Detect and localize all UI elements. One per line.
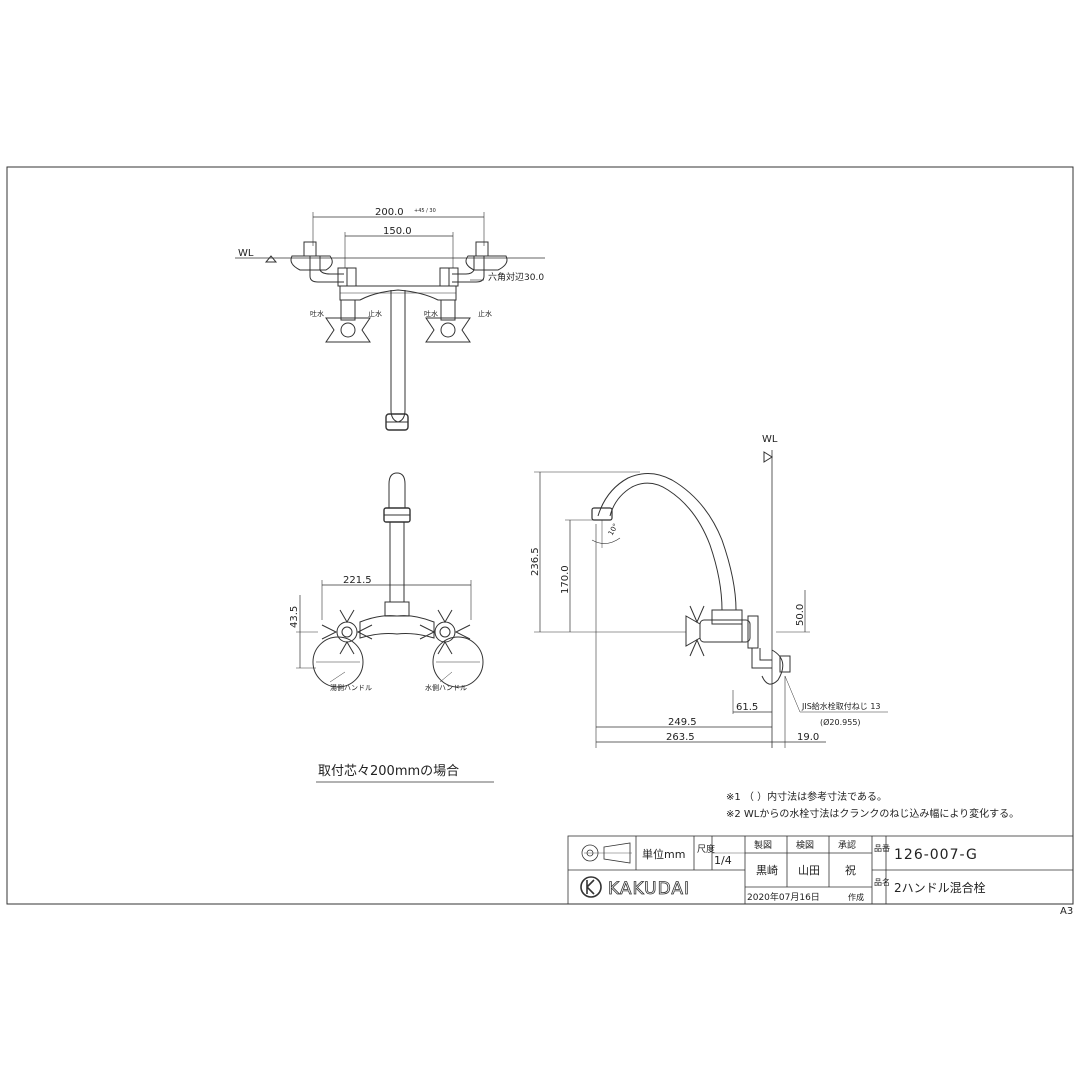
right-stop-label: 止水 [478,309,492,318]
dim-50-0: 50.0 [795,604,806,626]
dim-249-5: 249.5 [668,717,697,728]
date-suffix: 作成 [848,892,864,902]
jis-thread-diameter: (Ø20.955) [820,717,861,727]
note-2: ※2 WLからの水栓寸法はクランクのねじ込み幅により変化する。 [726,807,1019,820]
side-wl-label: WL [762,434,778,445]
unit-label: 単位mm [642,847,685,861]
name-checked: 山田 [798,864,820,877]
name-approved: 祝 [845,863,856,877]
scale-value: 1/4 [714,854,732,867]
top-view [235,212,545,431]
cold-handle-label: 水側ハンドル [425,683,467,692]
front-view [296,472,484,688]
col-checked: 検図 [796,839,814,851]
scale-label: 尺度 [697,843,715,855]
dim-170-0: 170.0 [560,565,571,594]
dim-width-221-5: 221.5 [343,575,372,586]
angle-label: 10° [607,522,620,537]
kakudai-logo: KAKUDAI [580,876,690,899]
top-wl-label: WL [238,248,254,259]
jis-thread-label: JIS給水栓取付ねじ 13 [801,701,881,711]
part-number: 126-007-G [894,847,978,863]
dim-263-5: 263.5 [666,732,695,743]
dim-19-0: 19.0 [797,732,819,743]
right-spout-label: 吐水 [424,309,438,318]
dim-height-43-5: 43.5 [289,606,300,628]
title-block [567,835,1074,905]
side-view [534,450,888,748]
dim-61-5: 61.5 [736,702,758,713]
left-stop-label: 止水 [368,309,382,318]
hot-handle-label: 湯側ハンドル [330,683,372,692]
left-spout-label: 吐水 [310,309,324,318]
product-label: 品名 [874,877,890,887]
dim-236-5: 236.5 [530,547,541,576]
note-1: ※1 （ ）内寸法は参考寸法である。 [726,790,887,803]
brand-name: KAKUDAI [608,879,690,899]
col-approved: 承認 [838,839,856,851]
part-no-label: 品番 [874,843,890,853]
sheet-size-label: A3 [1060,906,1073,917]
hex-across-flats-label: 六角対辺30.0 [488,271,544,283]
mounting-caption: 取付芯々200mmの場合 [318,764,459,779]
dim-overall-tolerance: +45 / 30 [414,208,436,214]
dim-overall-200: 200.0 [375,207,404,218]
dim-center-150: 150.0 [383,226,412,237]
name-drawn: 黒崎 [756,863,778,877]
col-drawn: 製図 [754,839,772,851]
sheet-border [6,166,1074,905]
product-name: 2ハンドル混合栓 [894,880,986,895]
drawing-date: 2020年07月16日 [747,891,820,903]
